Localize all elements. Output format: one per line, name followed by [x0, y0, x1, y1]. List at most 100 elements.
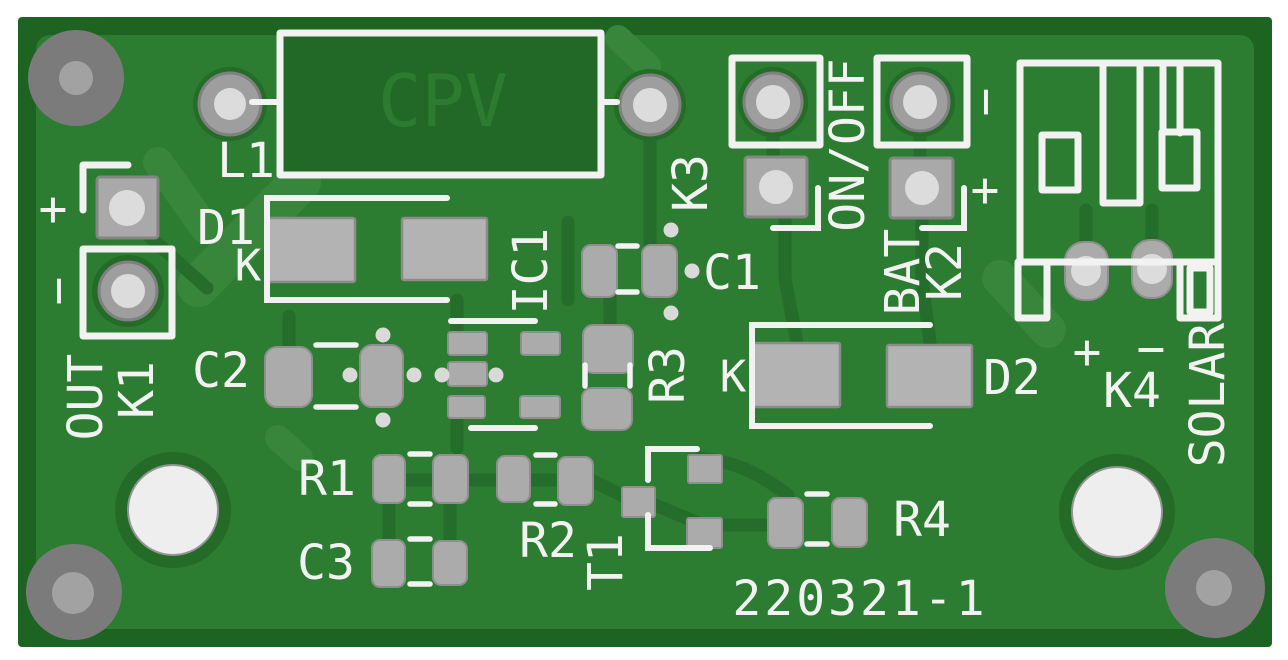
usb-inner-rect-left [1038, 131, 1082, 194]
label-k1-plus: + [39, 181, 68, 237]
c2-pad-1 [264, 346, 313, 408]
label-d1: D1 [197, 200, 255, 256]
via [663, 305, 679, 321]
silkscreen-graphics [79, 29, 1222, 587]
label-ic1: IC1 [503, 228, 559, 315]
label-k1-minus: − [30, 277, 86, 306]
r3-pad-1 [582, 324, 634, 374]
r4-pad-2 [831, 497, 868, 548]
via [375, 327, 391, 343]
c1-pad-1 [581, 244, 618, 298]
k1-pad-plus-hole [109, 190, 145, 226]
l1-pad-left-hole [214, 88, 246, 120]
ic1-pad [447, 331, 488, 356]
r3-pad-2 [581, 387, 633, 431]
label-l1: L1 [217, 133, 275, 189]
board-id-text: 220321-1 [732, 571, 987, 627]
usb-center-slot [1099, 59, 1144, 207]
c1-pad-2 [641, 244, 678, 298]
c2-dashes [313, 342, 359, 410]
k1-pin1-mark [79, 161, 132, 214]
t1-pad-base [621, 486, 656, 518]
r2-dashes [533, 452, 558, 507]
label-k3: K3 [663, 154, 719, 212]
label-d2-cathode: K [720, 352, 747, 403]
label-r1: R1 [298, 451, 356, 507]
ic1-pad [447, 361, 488, 387]
label-d2: D2 [983, 350, 1041, 406]
c3-pad-1 [371, 539, 406, 588]
l1-pad-right-hole [633, 88, 667, 122]
label-on-off: ON/OFF [820, 58, 876, 231]
silkscreen-labels: L1 D1 K + − OUT K1 C2 IC1 C1 R3 K3 ON/OF… [30, 58, 1236, 627]
k2-pad-2-hole [905, 171, 939, 205]
usb-tab-left [1014, 258, 1051, 322]
ic1-pad [447, 395, 486, 419]
d2-pad-anode [885, 343, 974, 409]
d1-pad-cathode [266, 216, 357, 284]
via [375, 412, 391, 428]
label-solar: SOLAR [1180, 323, 1236, 468]
k3-pin1-outline [728, 54, 824, 149]
usb-tab-right-inner [1186, 264, 1214, 316]
r4-dashes [804, 491, 830, 547]
label-k4-minus: − [1137, 321, 1166, 377]
r2-pad-2 [557, 456, 594, 506]
label-r2: R2 [519, 513, 577, 569]
via [342, 367, 358, 383]
label-bat: BAT [875, 229, 931, 316]
copper-pour [265, 425, 313, 471]
k1-minus-outline [79, 245, 176, 340]
trace [915, 210, 937, 350]
module-area [283, 36, 598, 172]
trace [586, 474, 632, 504]
k2-pad-1-hole [903, 85, 937, 119]
r1-dashes [407, 451, 433, 507]
label-out: OUT [58, 354, 114, 441]
r3-dashes [582, 362, 633, 389]
via [434, 367, 450, 383]
drill-hole-right [1071, 466, 1163, 558]
k2-pin2-mark [919, 185, 967, 231]
t1-pad-collector [687, 454, 723, 484]
label-k1: K1 [109, 361, 165, 419]
mounting-hole-bottom-right-drill [1196, 570, 1232, 606]
c3-pad-2 [432, 540, 468, 586]
label-c2: C2 [192, 343, 250, 399]
label-k4-plus: + [1073, 324, 1102, 380]
r1-pad-2 [432, 454, 469, 504]
c3-dashes [407, 536, 433, 587]
d1-pad-anode [400, 216, 489, 282]
c1-dashes [615, 243, 640, 295]
r2-pad-1 [496, 455, 531, 503]
mounting-hole-bottom-left-drill [52, 572, 94, 614]
copper-pour [605, 25, 661, 79]
via [663, 222, 679, 238]
t1-outline-bottom [645, 512, 713, 551]
trace [778, 210, 804, 350]
via [488, 367, 504, 383]
k3-pad-1-hole [756, 85, 790, 119]
usb-inner-rect-right [1158, 128, 1201, 192]
label-k2-plus: + [971, 162, 1000, 218]
via [406, 367, 422, 383]
module-label: CPV [378, 59, 508, 143]
label-c3: C3 [297, 535, 355, 591]
label-d1-cathode: K [235, 241, 262, 292]
mounting-holes [26, 30, 1265, 640]
t1-outline-top [645, 446, 700, 483]
mounting-hole-top-left-drill [59, 61, 93, 95]
d2-pad-cathode [751, 341, 842, 409]
k3-pin2-mark [770, 185, 821, 231]
drill-hole-left [127, 464, 219, 556]
k2-pin1-outline [873, 54, 971, 149]
t1-pad-emitter [686, 517, 723, 549]
d1-outline [264, 195, 450, 303]
label-r4: R4 [893, 492, 951, 548]
label-c1: C1 [703, 245, 761, 301]
label-k2-minus: − [957, 88, 1013, 117]
vias [342, 222, 700, 428]
c2-pad-2 [359, 344, 404, 408]
